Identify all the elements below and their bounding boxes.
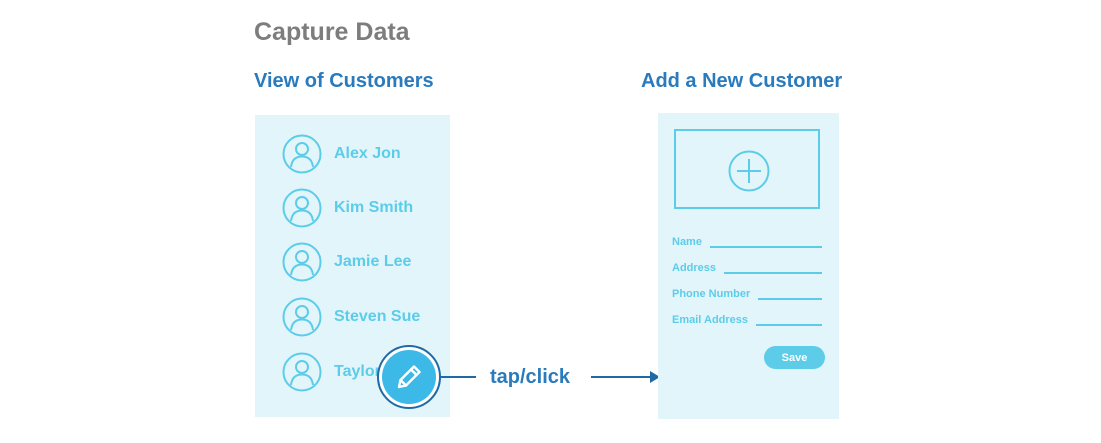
- address-field-label: Address: [672, 262, 717, 274]
- customer-item-jamie-lee[interactable]: Jamie Lee: [282, 242, 450, 282]
- customer-item-kim-smith[interactable]: Kim Smith: [282, 188, 450, 228]
- name-field[interactable]: Name: [672, 234, 822, 248]
- tap-click-label: tap/click: [490, 366, 571, 388]
- customer-name: Alex Jon: [334, 145, 401, 162]
- name-field-label: Name: [672, 236, 702, 248]
- customer-name: Jamie Lee: [334, 253, 412, 270]
- customer-item-alex-jon[interactable]: Alex Jon: [282, 134, 450, 174]
- customer-name: Steven Sue: [334, 308, 421, 325]
- user-avatar-icon: [282, 352, 322, 392]
- user-avatar-icon: [282, 188, 322, 228]
- view-customers-heading: View of Customers: [254, 70, 434, 92]
- save-button[interactable]: Save: [764, 346, 825, 369]
- customer-name: Kim Smith: [334, 199, 414, 216]
- user-avatar-icon: [282, 242, 322, 282]
- email-address-field-label: Email Address: [672, 314, 749, 326]
- edit-customer-button[interactable]: [377, 345, 441, 409]
- user-avatar-icon: [282, 297, 322, 337]
- add-photo-area[interactable]: [674, 129, 820, 209]
- email-address-field-line: [756, 324, 822, 326]
- phone-number-field-label: Phone Number: [672, 288, 751, 300]
- user-avatar-icon: [282, 134, 322, 174]
- pencil-icon: [397, 365, 421, 389]
- address-field-line: [724, 272, 822, 274]
- customer-item-steven-sue[interactable]: Steven Sue: [282, 297, 450, 337]
- customer-list-panel: Alex Jon Kim Smith Jamie Lee Steven Sue: [255, 115, 450, 417]
- address-field[interactable]: Address: [672, 260, 822, 274]
- flow-arrow: [440, 371, 660, 383]
- customer-name: Taylor: [334, 363, 381, 380]
- email-address-field[interactable]: Email Address: [672, 312, 822, 326]
- page-title: Capture Data: [254, 18, 410, 46]
- add-customer-heading: Add a New Customer: [641, 70, 843, 92]
- phone-number-field[interactable]: Phone Number: [672, 286, 822, 300]
- phone-number-field-line: [758, 298, 822, 300]
- name-field-line: [709, 246, 822, 248]
- customer-item-taylor[interactable]: Taylor: [282, 352, 450, 392]
- plus-circle-icon: [728, 150, 770, 192]
- new-customer-form-panel: Name Address Phone Number Email Address …: [658, 113, 839, 419]
